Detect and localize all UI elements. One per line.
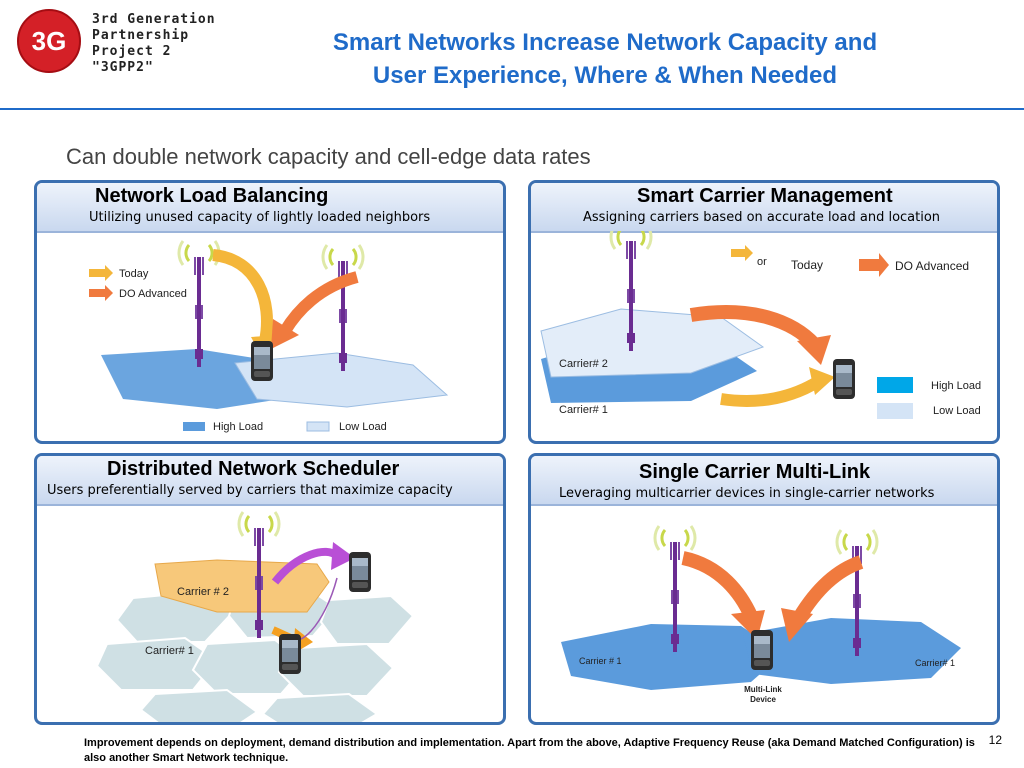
carrier-2-label: Carrier # 2 bbox=[177, 586, 229, 598]
panel-header: Network Load Balancing Utilizing unused … bbox=[37, 183, 503, 233]
mobile-device-icon bbox=[833, 359, 855, 399]
org-line: "3GPP2" bbox=[92, 60, 154, 75]
carrier-1-label: Carrier# 1 bbox=[145, 645, 194, 657]
panel-smart-carrier-management: Smart Carrier Management Assigning carri… bbox=[528, 180, 1000, 444]
multi-link-device-icon bbox=[751, 630, 773, 670]
panel-header: Smart Carrier Management Assigning carri… bbox=[531, 183, 997, 233]
mobile-device-icon bbox=[251, 341, 273, 381]
carrier-right-cell bbox=[743, 618, 961, 684]
low-load-cell bbox=[234, 352, 449, 408]
carrier-1-cell bbox=[95, 636, 219, 691]
today-legend-icon bbox=[731, 245, 753, 261]
slide-title: Smart Networks Increase Network Capacity… bbox=[250, 26, 960, 92]
do-advanced-label: DO Advanced bbox=[895, 259, 969, 273]
do-legend-icon bbox=[859, 253, 889, 277]
panel-illustration: Today DO Advanced High Load Low Load bbox=[37, 231, 503, 441]
3gpp2-logo: 3G bbox=[17, 9, 81, 73]
panel-illustration: Carrier# 2 Carrier# 1 or Today DO Advanc… bbox=[531, 231, 997, 441]
legend-low-swatch bbox=[306, 421, 330, 432]
device-label-line2: Device bbox=[750, 695, 776, 704]
panel-header: Single Carrier Multi-Link Leveraging mul… bbox=[531, 456, 997, 506]
mobile-device-icon bbox=[279, 634, 301, 674]
legend-high-label: High Load bbox=[213, 421, 263, 433]
header-divider bbox=[0, 108, 1024, 110]
carrier-left-cell bbox=[561, 624, 783, 690]
carrier-2-layer bbox=[540, 308, 765, 378]
legend-today-icon bbox=[89, 265, 113, 281]
logo-text: 3G bbox=[32, 26, 67, 56]
carrier-2-label: Carrier# 2 bbox=[559, 358, 608, 370]
carrier-1-label: Carrier# 1 bbox=[559, 404, 608, 416]
today-label: Today bbox=[791, 258, 823, 272]
today-arrowhead bbox=[809, 367, 835, 395]
panel-title: Smart Carrier Management bbox=[637, 185, 893, 207]
slide-subheading: Can double network capacity and cell-edg… bbox=[66, 144, 591, 169]
footnote: Improvement depends on deployment, deman… bbox=[84, 737, 975, 764]
panel-illustration: Carrier # 1 Carrier# 1 Multi-Link Device bbox=[531, 504, 997, 722]
low-load-label: Low Load bbox=[933, 405, 981, 417]
do-advanced-arrowhead bbox=[271, 319, 299, 349]
do-advanced-arrow bbox=[689, 305, 821, 350]
low-load-swatch bbox=[877, 403, 913, 419]
organization-name: 3rd Generation Partnership Project 2 "3G… bbox=[92, 12, 216, 76]
carrier-1-cell bbox=[319, 594, 415, 645]
legend-high-swatch bbox=[183, 422, 205, 431]
panel-distributed-network-scheduler: Distributed Network Scheduler Users pref… bbox=[34, 453, 506, 725]
carrier-1-cell bbox=[191, 638, 309, 695]
do-advanced-arrowhead bbox=[797, 335, 831, 365]
today-arrow bbox=[212, 249, 273, 343]
panel-subtitle: Leveraging multicarrier devices in singl… bbox=[559, 486, 935, 501]
high-load-label: High Load bbox=[931, 380, 981, 392]
panel-subtitle: Users preferentially served by carriers … bbox=[47, 483, 453, 498]
carrier-1-cell bbox=[277, 642, 395, 697]
panel-subtitle: Assigning carriers based on accurate loa… bbox=[583, 210, 941, 225]
today-arrow bbox=[720, 375, 823, 407]
left-arrow bbox=[681, 551, 758, 620]
right-arrow bbox=[792, 555, 864, 622]
panel-header: Distributed Network Scheduler Users pref… bbox=[37, 456, 503, 506]
panel-single-carrier-multi-link: Single Carrier Multi-Link Leveraging mul… bbox=[528, 453, 1000, 725]
panel-title: Single Carrier Multi-Link bbox=[639, 461, 871, 483]
do-advanced-arrow bbox=[279, 271, 359, 335]
panel-subtitle: Utilizing unused capacity of lightly loa… bbox=[89, 210, 431, 225]
right-arrowhead bbox=[781, 608, 813, 642]
mobile-device-icon bbox=[349, 552, 371, 592]
legend-low-label: Low Load bbox=[339, 421, 387, 433]
carrier-2-arrowhead bbox=[331, 542, 355, 570]
device-label-line1: Multi-Link bbox=[744, 685, 782, 694]
legend-today-label: Today bbox=[119, 268, 149, 280]
org-line: 3rd Generation bbox=[92, 12, 216, 27]
panel-title: Distributed Network Scheduler bbox=[107, 458, 400, 480]
title-line-2: User Experience, Where & When Needed bbox=[372, 62, 838, 89]
title-line-1: Smart Networks Increase Network Capacity… bbox=[332, 29, 878, 56]
panel-network-load-balancing: Network Load Balancing Utilizing unused … bbox=[34, 180, 506, 444]
cell-tower-icon bbox=[321, 243, 365, 373]
carrier-right-label: Carrier# 1 bbox=[915, 658, 955, 668]
carrier-left-label: Carrier # 1 bbox=[579, 656, 622, 666]
page-number: 12 bbox=[988, 733, 1002, 747]
legend-do-label: DO Advanced bbox=[119, 288, 187, 300]
legend-do-icon bbox=[89, 285, 113, 301]
panel-illustration: Carrier # 2 Carrier# 1 bbox=[37, 504, 503, 722]
or-label: or bbox=[757, 256, 767, 268]
panel-title: Network Load Balancing bbox=[95, 185, 329, 207]
org-line: Partnership bbox=[92, 28, 190, 43]
high-load-swatch bbox=[877, 377, 913, 393]
org-line: Project 2 bbox=[92, 44, 172, 59]
carrier-1-cell bbox=[261, 692, 379, 722]
carrier-1-cell bbox=[139, 688, 259, 722]
